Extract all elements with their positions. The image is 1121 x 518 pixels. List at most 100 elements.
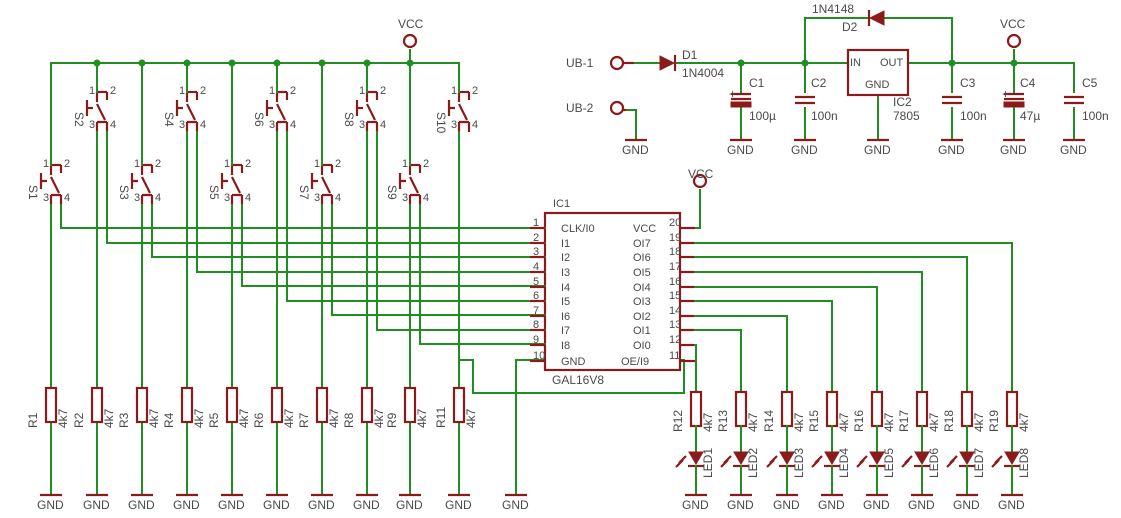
- pin-name: VCC: [633, 223, 656, 235]
- d1-ref: D1: [682, 48, 698, 62]
- ub2-label: UB-2: [566, 101, 594, 115]
- led-5: LED5: [856, 448, 896, 478]
- gnd-symbol: GND: [173, 493, 200, 512]
- pin-number: 3: [89, 119, 95, 131]
- pin-name: I2: [561, 252, 570, 264]
- led-label: LED3: [792, 448, 806, 478]
- gnd-label: GND: [353, 498, 380, 512]
- resistor-ref: R1: [26, 412, 40, 428]
- resistor-value: 4k7: [927, 412, 941, 432]
- vcc-label: VCC: [1000, 17, 1026, 31]
- ub1-terminal: UB-1: [566, 55, 634, 71]
- resistor-value: 4k7: [282, 408, 296, 428]
- pin-number: 1: [359, 85, 365, 97]
- pin-number: 2: [110, 85, 116, 97]
- resistor-ref: R15: [807, 410, 821, 432]
- polarity-mark: +: [729, 87, 736, 101]
- resistor-ref: R7: [297, 412, 311, 428]
- gnd-symbol: GND: [908, 493, 935, 512]
- gnd-symbol: GND: [396, 493, 423, 512]
- ic2-gnd: GND: [865, 79, 890, 91]
- pin-number: 7: [533, 305, 539, 317]
- gnd-label: GND: [502, 498, 529, 512]
- pin-number: 1: [224, 158, 230, 170]
- resistor-value: 4k7: [56, 408, 70, 428]
- pin-number: 3: [134, 192, 140, 204]
- pin-number: 8: [533, 319, 539, 331]
- gnd-label: GND: [727, 498, 754, 512]
- pin-number: 3: [224, 192, 230, 204]
- led-1: LED1: [675, 448, 715, 478]
- gnd-label: GND: [818, 498, 845, 512]
- pin-name: GND: [561, 356, 586, 368]
- resistor-ref: R5: [207, 412, 221, 428]
- pin-name: I5: [561, 296, 570, 308]
- switch-label: S5: [207, 185, 221, 200]
- pin-name: OI0: [633, 340, 651, 352]
- pin-number: 2: [155, 158, 161, 170]
- capacitor-c5: C5 100n: [1064, 76, 1109, 123]
- gnd-label: GND: [128, 498, 155, 512]
- gnd-symbol: GND: [818, 493, 845, 512]
- gnd-symbol: GND: [1060, 138, 1087, 157]
- resistor-ref: R3: [117, 412, 131, 428]
- gnd-label: GND: [682, 498, 709, 512]
- led-label: LED1: [701, 448, 715, 478]
- led-2: LED2: [720, 448, 760, 478]
- switch-label: S4: [162, 112, 176, 127]
- pin-number: 3: [359, 119, 365, 131]
- vcc-symbol: VCC: [398, 17, 424, 49]
- d1-part: 1N4004: [682, 66, 724, 80]
- c3-value: 100n: [960, 109, 987, 123]
- gnd-label: GND: [863, 498, 890, 512]
- pin-number: 1: [314, 158, 320, 170]
- ub1-label: UB-1: [566, 56, 594, 70]
- gnd-symbol: GND: [727, 493, 754, 512]
- led-8: LED8: [991, 448, 1031, 478]
- gnd-label: GND: [953, 498, 980, 512]
- vcc-label: VCC: [398, 17, 424, 31]
- gnd-label: GND: [396, 498, 423, 512]
- capacitor-c3: C3 100n: [942, 76, 987, 123]
- pin-number: 6: [533, 290, 539, 302]
- resistor-value: 4k7: [882, 412, 896, 432]
- pin-number: 1: [89, 85, 95, 97]
- resistor-value: 4k7: [147, 408, 161, 428]
- pin-number: 2: [245, 158, 251, 170]
- pin-name: OI1: [633, 325, 651, 337]
- led-label: LED5: [882, 448, 896, 478]
- resistor-value: 4k7: [701, 412, 715, 432]
- c4-value: 47µ: [1020, 109, 1040, 123]
- gnd-symbol: GND: [308, 493, 335, 512]
- gnd-label: GND: [622, 143, 649, 157]
- pin-number: 4: [533, 261, 539, 273]
- regulator-ic2: IN OUT GND IC2 7805: [846, 48, 920, 123]
- ub2-terminal: UB-2: [566, 100, 626, 116]
- switch-label: S3: [117, 185, 131, 200]
- pin-number: 18: [669, 246, 681, 258]
- pin-number: 4: [380, 119, 386, 131]
- led-3: LED3: [766, 448, 806, 478]
- pin-name: OI3: [633, 296, 651, 308]
- pin-number: 4: [110, 119, 116, 131]
- gnd-symbol: GND: [791, 138, 818, 157]
- gnd-label: GND: [173, 498, 200, 512]
- resistor-ref: R19: [987, 410, 1001, 432]
